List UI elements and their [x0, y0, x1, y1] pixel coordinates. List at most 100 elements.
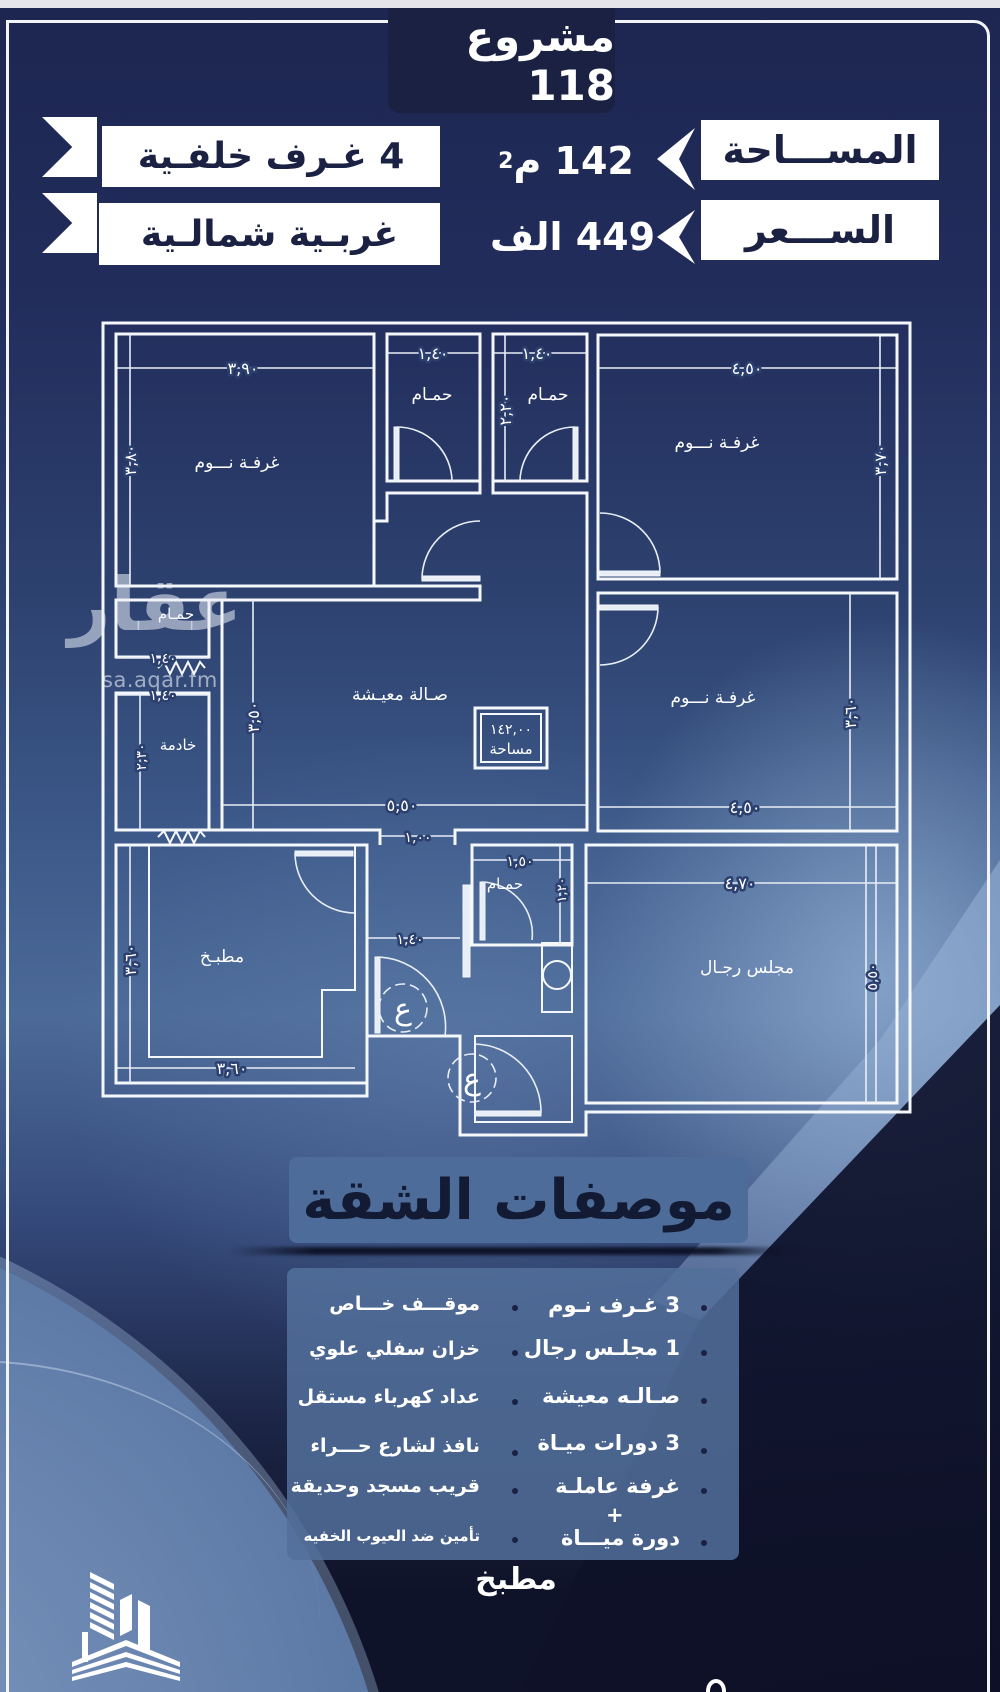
dim-label: ٤,٧٠	[725, 874, 756, 893]
feature-right-item: 3 غـرف نـوم	[548, 1293, 680, 1317]
entry-symbol-ring-icon	[378, 983, 428, 1033]
feature-extra-kitchen: مطبخ	[475, 1562, 557, 1597]
bullet-icon	[512, 1399, 518, 1405]
sink-niche	[541, 942, 573, 1013]
bathroom-3-wall-slab	[462, 884, 471, 978]
area-unit-superscript: 2	[498, 148, 514, 174]
price-value: 449 الف	[490, 214, 655, 260]
entry-door-swing	[376, 956, 447, 1037]
room-label-kitchen: مطبـخ	[200, 947, 244, 967]
main-entrance-door-swing	[474, 1043, 542, 1114]
room-label-bathroom-3: حمـام	[487, 875, 523, 893]
bathroom-3-door-icon	[479, 881, 486, 941]
area-value-text: 142 م	[513, 139, 634, 183]
bullet-icon	[512, 1537, 518, 1543]
feature-left-item: خزان سفلي علوي	[309, 1338, 480, 1360]
sink-icon	[542, 960, 572, 990]
living-bottom-wall	[222, 828, 382, 845]
dim-label: ٣,٩٠	[228, 359, 259, 378]
kitchen-counter	[148, 844, 356, 1058]
bullet-icon	[512, 1305, 518, 1311]
features-title-box: موصفات الشقة	[289, 1157, 748, 1243]
outer-wall	[101, 321, 912, 1137]
bathroom-1-door-swing	[396, 426, 453, 482]
room-label-bedroom-3: غرفـة نـــوم	[671, 688, 756, 708]
window-2-icon	[157, 828, 206, 846]
bullet-icon	[701, 1350, 707, 1356]
feature-right-item: 3 دورات ميـاة	[537, 1431, 680, 1455]
dim-label: ٣,٦٠	[217, 1059, 248, 1078]
feature-left-item: موقـــف خـــاص	[329, 1293, 480, 1315]
room-label-majlis: مجلس رجـال	[700, 958, 794, 978]
bedroom-1-walls	[114, 332, 376, 588]
dim-label: ٣,٧٠	[871, 445, 890, 476]
feature-left-item: تأمين ضد العيوب الخفيه	[303, 1527, 480, 1545]
entry-door-icon	[374, 956, 381, 1034]
dim-label: ١,٤٠	[149, 651, 176, 667]
feature-right-item: غرفة عاملـة	[555, 1474, 680, 1498]
bathroom-3-door-swing	[481, 881, 534, 941]
rooms-tag-text: 4 غـرف خلفـية	[137, 136, 405, 177]
feature-left-item: عداد كهرباء مستقل	[297, 1386, 480, 1408]
dim-label: ٣,٨٠	[121, 445, 140, 476]
feature-plus: +	[606, 1503, 624, 1527]
dim-label: ١,٤٠	[149, 688, 176, 704]
room-label-living: صـالة معيـشة	[352, 685, 448, 705]
location-pin-icon	[706, 1679, 726, 1692]
top-strip	[0, 0, 1000, 8]
feature-left-item: نافذ لشارع حـــراء	[310, 1435, 480, 1457]
bathroom-1-door-icon	[393, 426, 400, 482]
bullet-icon	[512, 1488, 518, 1494]
bathroom-2-door-swing	[519, 426, 576, 482]
feature-right-item: دورة ميـــاة	[560, 1526, 680, 1550]
features-title-shadow	[230, 1247, 800, 1255]
living-right-wall	[453, 600, 589, 845]
kitchen-door-swing	[294, 852, 356, 914]
bullet-icon	[512, 1450, 518, 1456]
area-box-value: ١٤٢,٠٠	[490, 722, 532, 738]
watermark-logo: عقار	[68, 562, 243, 648]
bullet-icon	[701, 1305, 707, 1311]
living-top-wall	[222, 584, 482, 602]
entry-door-symbol: ع	[394, 992, 412, 1027]
bullet-icon	[701, 1540, 707, 1546]
bedroom-1-door-swing	[421, 520, 481, 580]
dim-label: ١,٠٠	[404, 830, 431, 846]
price-label-tag: الســـعر	[701, 200, 939, 260]
bullet-icon	[701, 1488, 707, 1494]
bathroom-1-walls	[385, 332, 482, 483]
bedroom-3-door-swing	[599, 606, 659, 666]
dim-label: ٣,٦٠	[121, 945, 140, 976]
bullet-icon	[701, 1448, 707, 1454]
living-left-wall	[209, 598, 224, 832]
kitchen-door-icon	[294, 850, 354, 857]
bathroom-3-walls	[470, 843, 574, 947]
bedroom-2-walls	[596, 333, 899, 581]
orientation-tag-text: غربـية شمالـية	[140, 213, 399, 255]
dim-label: ١,٥٠	[506, 854, 533, 870]
features-box	[287, 1268, 739, 1560]
price-label: الســـعر	[745, 208, 896, 252]
hall-wall-right	[491, 481, 589, 600]
bedroom-1-door-icon	[421, 575, 481, 582]
bathroom-small-walls	[114, 598, 211, 659]
rooms-tag: 4 غـرف خلفـية	[102, 126, 440, 187]
room-label-bathroom-small: حمـام	[158, 605, 194, 623]
orientation-tag: غربـية شمالـية	[99, 203, 440, 265]
bedroom-3-walls	[596, 591, 899, 833]
dim-label: ٥,٥٠	[865, 963, 881, 990]
project-title-box: مشروع 118	[388, 8, 615, 113]
dim-label: ١,٢٠	[555, 877, 570, 902]
room-label-bathroom-1: حمـام	[411, 385, 452, 405]
feature-right-item: صـالـه معيشة	[542, 1384, 680, 1408]
vestibule-walls	[474, 1035, 573, 1123]
dim-label: ٥,٥٠	[387, 796, 418, 815]
room-label-bedroom-2: غرفـة نـــوم	[675, 433, 760, 453]
dim-label: ٢,٣٠	[134, 743, 150, 770]
area-box-inner	[480, 713, 542, 763]
bedroom-2-door-swing	[599, 512, 661, 574]
dim-label: ٤,٥٠	[732, 359, 763, 378]
window-1-icon	[157, 659, 206, 677]
